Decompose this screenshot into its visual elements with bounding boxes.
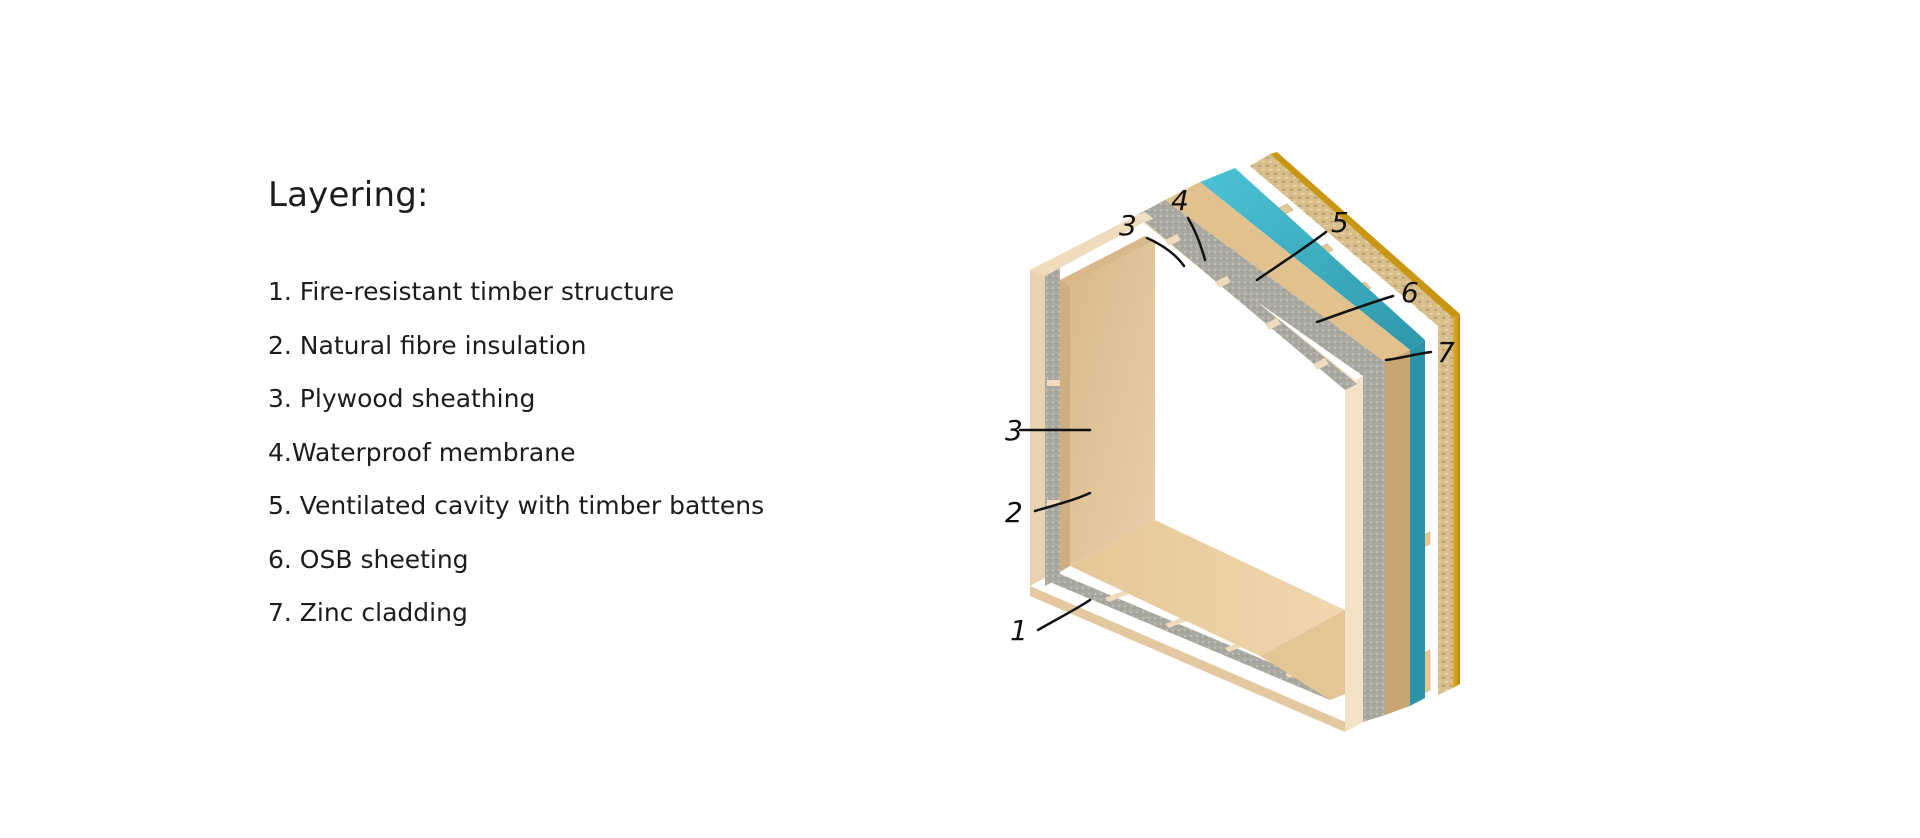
legend-title: Layering: (268, 175, 429, 215)
callout-number-2: 2 (1005, 496, 1023, 529)
legend-item-membrane: 4.Waterproof membrane (268, 437, 576, 467)
insulation-layer (1135, 200, 1385, 722)
leader-6 (1315, 294, 1395, 324)
callout-number-1: 1 (1010, 614, 1028, 647)
zinc-cladding-layer (1270, 152, 1460, 688)
leader-3-top (1145, 236, 1186, 268)
legend-item-ventilated-cavity: 5. Ventilated cavity with timber battens (268, 491, 765, 520)
legend-item-plywood: 3. Plywood sheathing (268, 384, 536, 413)
callout-number-6: 6 (1401, 276, 1419, 309)
legend-list: 1. Fire-resistant timber structure 2. Na… (268, 276, 828, 629)
osb-sheeting-layer (1250, 154, 1453, 695)
legend-item-timber-structure: 1. Fire-resistant timber structure (268, 277, 675, 306)
leader-4 (1186, 216, 1207, 262)
callout-number-7: 7 (1437, 336, 1455, 369)
legend-item-insulation: 2. Natural fibre insulation (268, 330, 587, 360)
callout-number-4: 4 (1171, 184, 1189, 217)
callout-number-5: 5 (1331, 206, 1349, 239)
wall-section-diagram: 1 2 3 3 4 5 6 7 (1005, 152, 1460, 732)
layering-legend: Layering: 1. Fire-resistant timber struc… (268, 172, 828, 651)
leader-7 (1384, 350, 1433, 362)
leader-1 (1036, 598, 1092, 632)
plywood-sheathing-inner (1060, 236, 1345, 700)
legend-item-zinc: 7. Zinc cladding (268, 598, 468, 627)
callout-number-3-left: 3 (1005, 414, 1023, 447)
callout-number-3-top: 3 (1119, 209, 1137, 242)
timber-structure-frame (1030, 212, 1363, 732)
callout-leaders (1018, 216, 1433, 632)
plywood-sheathing-outer (1165, 182, 1410, 715)
legend-item-osb: 6. OSB sheeting (268, 544, 469, 574)
leader-5 (1255, 230, 1328, 282)
leader-2 (1033, 491, 1092, 513)
